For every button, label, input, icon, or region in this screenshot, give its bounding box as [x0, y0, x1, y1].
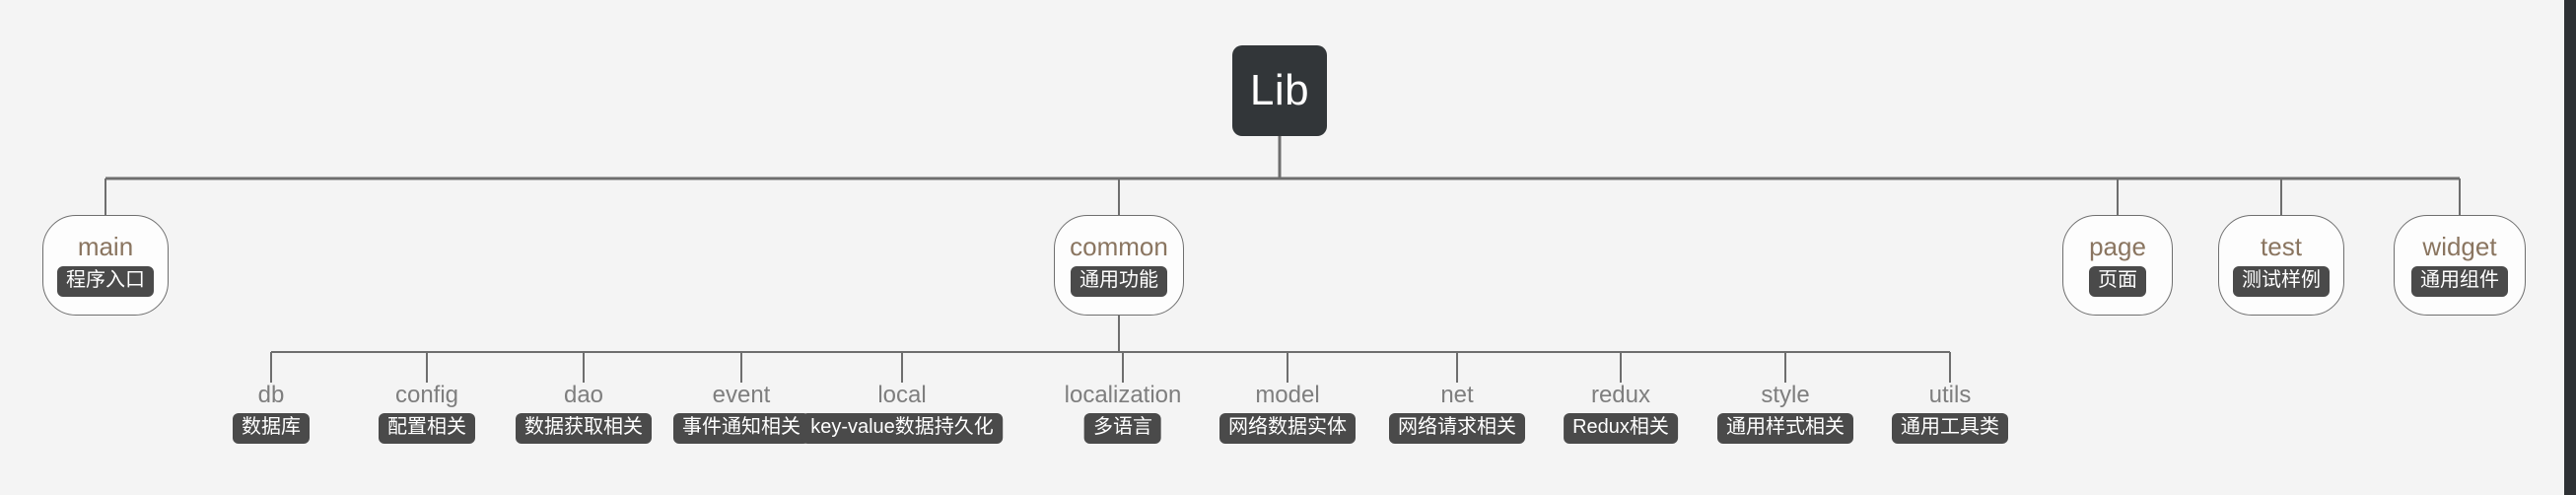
node-test-label: test	[2261, 231, 2302, 261]
node-dao-label: dao	[563, 382, 604, 408]
node-localization-badge: 多语言	[1083, 413, 1161, 445]
node-utils-badge: 通用工具类	[1892, 413, 2008, 445]
node-main-badge: 程序入口	[57, 266, 154, 298]
node-utils[interactable]: utils 通用工具类	[1892, 382, 2008, 445]
node-page[interactable]: page 页面	[2062, 215, 2173, 316]
node-model[interactable]: model 网络数据实体	[1219, 382, 1356, 445]
node-widget[interactable]: widget 通用组件	[2394, 215, 2526, 316]
node-db-badge: 数据库	[233, 413, 310, 445]
node-main-label: main	[77, 231, 134, 261]
node-common-label: common	[1070, 231, 1168, 261]
node-widget-badge: 通用组件	[2411, 266, 2508, 298]
node-lib[interactable]: Lib	[1232, 45, 1327, 136]
node-net-label: net	[1440, 382, 1474, 408]
node-page-label: page	[2089, 231, 2146, 261]
node-test[interactable]: test 测试样例	[2218, 215, 2344, 316]
node-main[interactable]: main 程序入口	[42, 215, 169, 316]
node-net[interactable]: net 网络请求相关	[1389, 382, 1525, 445]
node-dao[interactable]: dao 数据获取相关	[516, 382, 652, 445]
node-localization-label: localization	[1064, 382, 1182, 408]
panel-edge	[2564, 0, 2576, 495]
node-model-badge: 网络数据实体	[1219, 413, 1356, 445]
node-config-label: config	[394, 382, 459, 408]
node-config[interactable]: config 配置相关	[379, 382, 475, 445]
node-local[interactable]: local key-value数据持久化	[801, 382, 1003, 445]
node-style-label: style	[1761, 382, 1810, 408]
node-widget-label: widget	[2422, 231, 2497, 261]
node-model-label: model	[1255, 382, 1320, 408]
node-page-badge: 页面	[2089, 266, 2146, 298]
node-test-badge: 测试样例	[2233, 266, 2330, 298]
node-redux-badge: Redux相关	[1564, 413, 1678, 445]
node-event-badge: 事件通知相关	[673, 413, 809, 445]
node-dao-badge: 数据获取相关	[516, 413, 652, 445]
node-local-label: local	[877, 382, 927, 408]
node-local-badge: key-value数据持久化	[801, 413, 1003, 445]
node-redux-label: redux	[1590, 382, 1651, 408]
node-style-badge: 通用样式相关	[1717, 413, 1853, 445]
node-event-label: event	[712, 382, 771, 408]
node-common[interactable]: common 通用功能	[1054, 215, 1184, 316]
node-lib-label: Lib	[1249, 66, 1310, 114]
node-utils-label: utils	[1928, 382, 1972, 408]
node-common-badge: 通用功能	[1071, 266, 1167, 298]
node-event[interactable]: event 事件通知相关	[673, 382, 809, 445]
node-db[interactable]: db 数据库	[233, 382, 310, 445]
node-config-badge: 配置相关	[379, 413, 475, 445]
node-localization[interactable]: localization 多语言	[1064, 382, 1182, 445]
node-db-label: db	[257, 382, 285, 408]
node-net-badge: 网络请求相关	[1389, 413, 1525, 445]
node-style[interactable]: style 通用样式相关	[1717, 382, 1853, 445]
